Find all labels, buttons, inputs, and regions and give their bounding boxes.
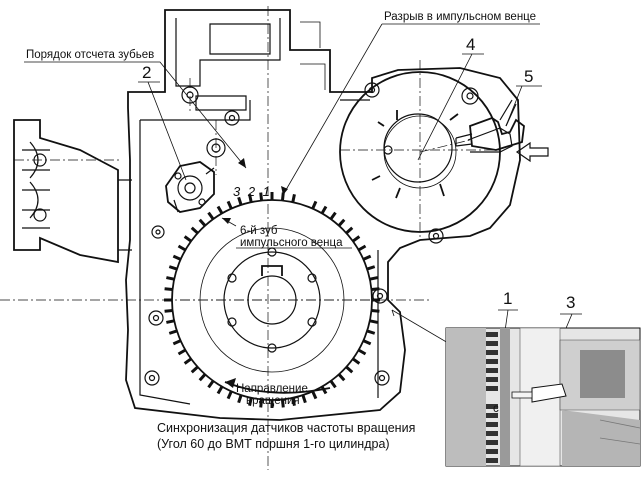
caption-line-2: (Угол 60 до ВМТ поршня 1-го цилиндра) xyxy=(157,437,390,451)
inset-wheel-tooth xyxy=(486,449,498,454)
pulse-wheel-tooth xyxy=(301,394,307,404)
label-gap: Разрыв в импульсном венце xyxy=(384,11,536,23)
pulse-wheel-tooth xyxy=(166,319,175,324)
pulse-wheel-tooth xyxy=(329,380,337,389)
pulse-wheel-tooth xyxy=(166,276,175,281)
pulse-wheel-tooth xyxy=(237,394,243,404)
label-tooth-order: Порядок отсчета зубьев xyxy=(26,49,154,61)
leader-lines xyxy=(24,23,582,395)
pulse-wheel-tooth xyxy=(207,380,215,389)
camshaft-pulse-wheel xyxy=(339,71,513,233)
pulse-wheel-tooth xyxy=(226,390,233,400)
pulse-wheel-tooth xyxy=(369,319,378,324)
pulse-wheel-tooth xyxy=(337,373,346,382)
caption-line-1: Синхронизация датчиков частоты вращения xyxy=(157,421,415,435)
pulse-wheel-tooth xyxy=(168,329,178,335)
callout-4: 4 xyxy=(466,35,475,54)
sensor-direction-arrow xyxy=(515,141,549,163)
pulse-wheel-tooth xyxy=(164,287,173,292)
pulse-wheel-tooth xyxy=(320,385,328,395)
crankshaft-speed-sensor xyxy=(165,161,215,213)
callout-1: 1 xyxy=(503,289,512,308)
pulse-wheel-tooth xyxy=(259,192,264,201)
pulse-wheel-tooth xyxy=(352,235,361,243)
pulse-wheel-tooth xyxy=(345,365,354,374)
callout-5: 5 xyxy=(524,67,533,86)
inset-wheel-tooth xyxy=(486,440,498,445)
pulse-wheel-tooth xyxy=(226,200,233,210)
label-sixth-tooth-2: импульсного венца xyxy=(240,237,343,249)
pulse-wheel-tooth xyxy=(198,218,207,227)
inset-wheel-teeth xyxy=(486,332,498,463)
inset-wheel-tooth xyxy=(486,341,498,346)
pulse-wheel-tooth xyxy=(207,211,215,220)
pulse-wheel-tooth xyxy=(366,329,376,335)
rotation-direction-arrow xyxy=(224,381,331,394)
pulse-wheel-tooth xyxy=(371,287,380,292)
inset-wheel-tooth xyxy=(486,458,498,463)
pulse-wheel-tooth xyxy=(345,226,354,235)
sensor-gap-detail-inset: с xyxy=(445,327,641,467)
pulse-wheel-tooth xyxy=(357,244,367,252)
inset-wheel-tooth xyxy=(486,350,498,355)
pulse-wheel-tooth xyxy=(311,200,318,210)
inset-wheel-tooth xyxy=(486,422,498,427)
pulse-wheel-tooth xyxy=(320,205,328,215)
pulse-wheel-tooth xyxy=(362,254,372,261)
pulse-wheel-tooth xyxy=(216,205,224,215)
pulse-wheel-tooth xyxy=(172,254,182,261)
pulse-wheel-tooth xyxy=(164,308,173,313)
inset-wheel-tooth xyxy=(486,431,498,436)
inset-wheel-tooth xyxy=(486,359,498,364)
pulse-wheel-tooth xyxy=(371,308,380,313)
label-sixth-tooth-1: 6-й зуб xyxy=(240,225,278,237)
pulse-wheel-tooth xyxy=(237,196,243,206)
pulse-wheel-tooth xyxy=(183,235,192,243)
pulse-wheel-tooth xyxy=(183,357,192,365)
inset-wheel-tooth xyxy=(486,386,498,391)
pulse-wheel-tooth xyxy=(291,194,296,203)
pulse-wheel-tooth xyxy=(352,357,361,365)
pulse-wheel-tooth xyxy=(168,265,178,271)
inset-wheel-tooth xyxy=(486,404,498,409)
label-tooth-digits: 3 2 1 xyxy=(233,184,272,199)
pulse-wheel-tooth xyxy=(369,276,378,281)
pulse-wheel-tooth xyxy=(248,397,253,406)
callout-2: 2 xyxy=(142,63,151,82)
pulse-wheel-tooth xyxy=(357,348,367,356)
pulse-wheel-tooth xyxy=(259,399,264,408)
pulse-wheel-tooth xyxy=(366,265,376,271)
inset-wheel-tooth xyxy=(486,377,498,382)
inset-wheel-tooth xyxy=(486,332,498,337)
pulse-wheel-tooth xyxy=(362,339,372,346)
pulse-wheel-tooth xyxy=(190,365,199,374)
pulse-wheel-tooth xyxy=(248,194,253,203)
pulse-wheel-teeth xyxy=(164,192,380,408)
pulse-wheel-tooth xyxy=(280,399,285,408)
label-direction-2: вращения xyxy=(246,395,300,407)
pulse-wheel-tooth xyxy=(172,339,182,346)
inset-wheel-tooth xyxy=(486,413,498,418)
pulse-wheel-tooth xyxy=(177,348,187,356)
pulse-wheel-tooth xyxy=(190,226,199,235)
label-direction-1: Направление xyxy=(236,383,308,395)
pulse-wheel-tooth xyxy=(337,218,346,227)
inset-gap-mark: с xyxy=(493,403,499,415)
crankshaft-pulse-wheel xyxy=(164,192,380,408)
inset-wheel-tooth xyxy=(486,368,498,373)
pulse-wheel-tooth xyxy=(291,397,296,406)
pulse-wheel-tooth xyxy=(311,390,318,400)
pulse-wheel-tooth xyxy=(198,373,207,382)
engine-housing xyxy=(0,6,521,470)
pulse-wheel-tooth xyxy=(177,244,187,252)
callout-3: 3 xyxy=(566,293,575,312)
pulse-wheel-tooth xyxy=(216,385,224,395)
pulse-wheel-tooth xyxy=(329,211,337,220)
